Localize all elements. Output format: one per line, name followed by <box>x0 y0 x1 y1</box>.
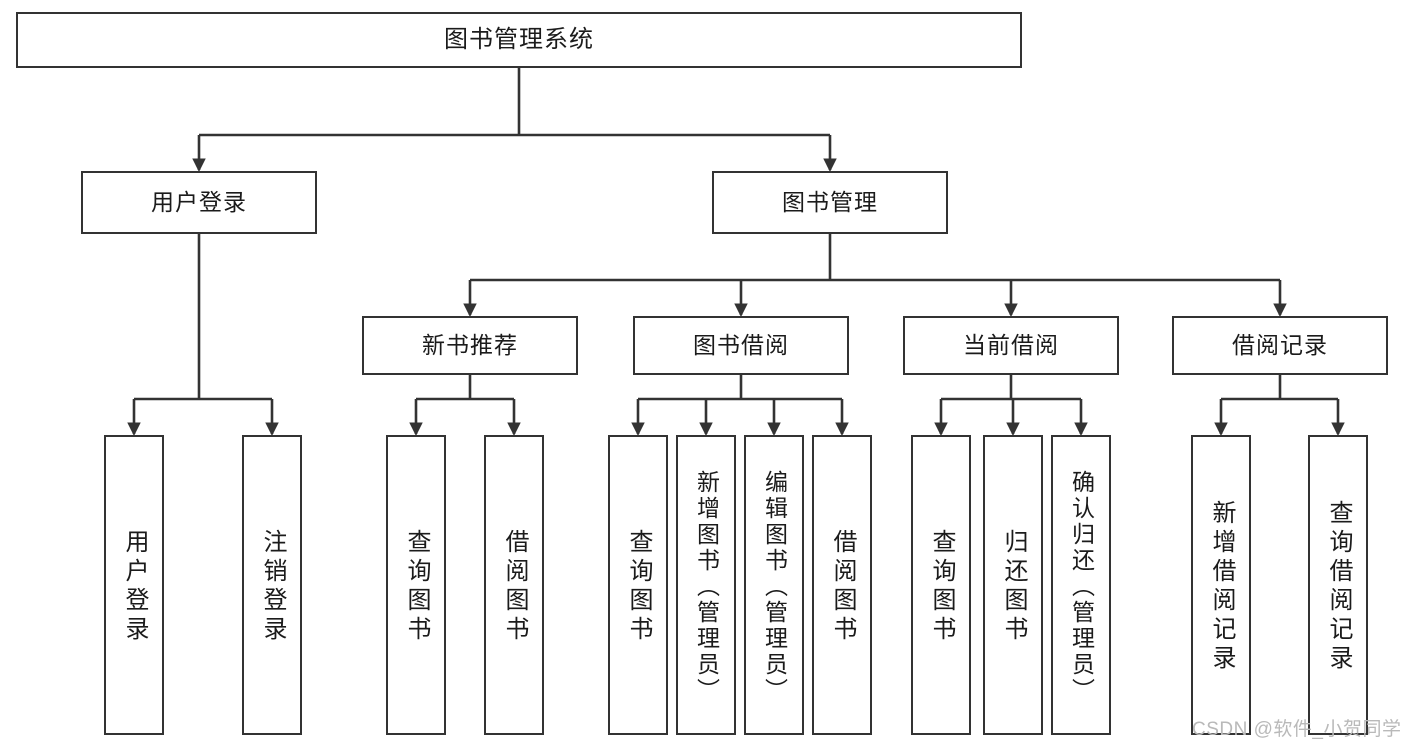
node-label: 注销登录 <box>259 529 286 645</box>
node-leaf-new-2[interactable]: 借阅图书 <box>484 435 544 735</box>
node-leaf-borrow-3[interactable]: 编辑图书（管理员） <box>744 435 804 735</box>
node-leaf-login-1[interactable]: 用户登录 <box>104 435 164 735</box>
node-label: 查询图书 <box>625 529 652 645</box>
node-label: 新书推荐 <box>422 332 518 359</box>
node-borrow[interactable]: 图书借阅 <box>633 316 849 375</box>
node-bookmgmt[interactable]: 图书管理 <box>712 171 948 234</box>
node-leaf-borrow-1[interactable]: 查询图书 <box>608 435 668 735</box>
node-label: 查询图书 <box>928 529 955 645</box>
node-label: 图书借阅 <box>693 332 789 359</box>
node-label: 查询借阅记录 <box>1325 500 1352 674</box>
node-label: 借阅图书 <box>501 529 528 645</box>
node-label: 用户登录 <box>151 189 247 216</box>
node-login[interactable]: 用户登录 <box>81 171 317 234</box>
node-label: 用户登录 <box>121 529 148 645</box>
node-leaf-borrow-2[interactable]: 新增图书（管理员） <box>676 435 736 735</box>
node-records[interactable]: 借阅记录 <box>1172 316 1388 375</box>
node-root[interactable]: 图书管理系统 <box>16 12 1022 68</box>
node-label: 新增借阅记录 <box>1208 500 1235 674</box>
node-leaf-cur-2[interactable]: 归还图书 <box>983 435 1043 735</box>
node-label: 借阅图书 <box>829 529 856 645</box>
node-leaf-cur-3[interactable]: 确认归还（管理员） <box>1051 435 1111 735</box>
node-current[interactable]: 当前借阅 <box>903 316 1119 375</box>
node-label: 当前借阅 <box>963 332 1059 359</box>
node-leaf-new-1[interactable]: 查询图书 <box>386 435 446 735</box>
node-label: 归还图书 <box>1000 529 1027 645</box>
node-label: 编辑图书（管理员） <box>761 470 788 704</box>
node-label: 查询图书 <box>403 529 430 645</box>
node-newbook[interactable]: 新书推荐 <box>362 316 578 375</box>
node-label: 确认归还（管理员） <box>1068 470 1095 704</box>
node-label: 图书管理系统 <box>444 26 594 53</box>
csdn-watermark: CSDN @软件_小贺同学 <box>1192 719 1402 740</box>
node-label: 借阅记录 <box>1232 332 1328 359</box>
node-label: 新增图书（管理员） <box>693 470 720 704</box>
node-leaf-rec-2[interactable]: 查询借阅记录 <box>1308 435 1368 735</box>
node-label: 图书管理 <box>782 189 878 216</box>
node-leaf-cur-1[interactable]: 查询图书 <box>911 435 971 735</box>
node-leaf-rec-1[interactable]: 新增借阅记录 <box>1191 435 1251 735</box>
node-leaf-login-2[interactable]: 注销登录 <box>242 435 302 735</box>
node-leaf-borrow-4[interactable]: 借阅图书 <box>812 435 872 735</box>
